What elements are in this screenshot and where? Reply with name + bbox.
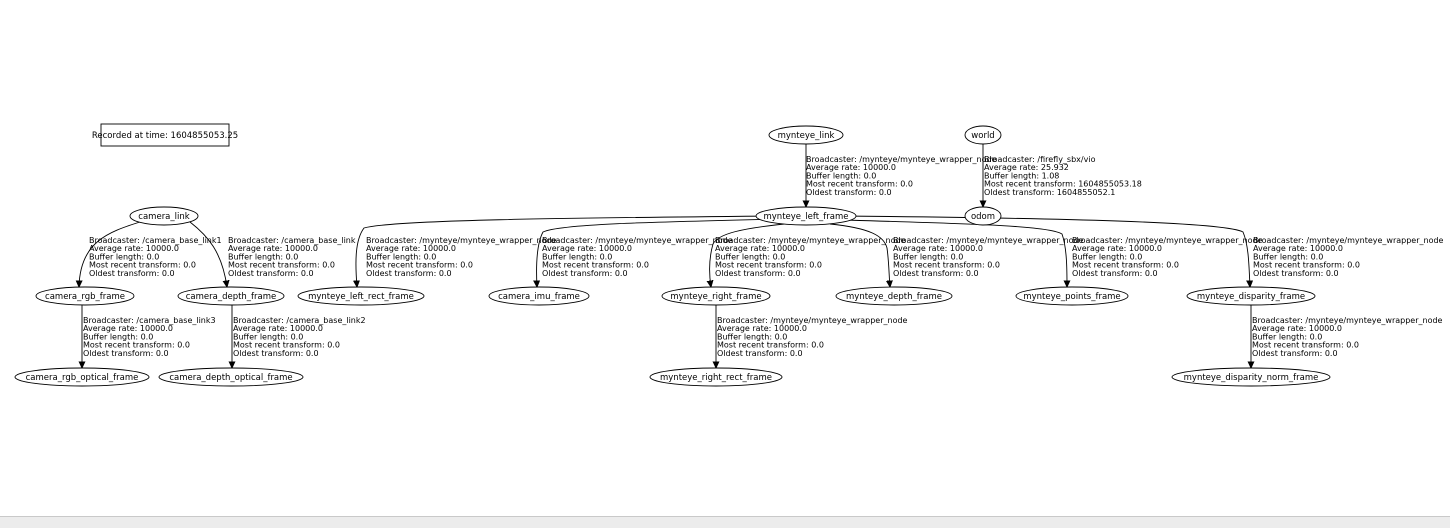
edge-camera-link-to-camera-rgb-frame (79, 221, 141, 287)
node-label: mynteye_left_rect_frame (308, 292, 414, 302)
edge-label-mynteye-disparity-norm-frame: Broadcaster: /mynteye/mynteye_wrapper_no… (1252, 316, 1445, 358)
node-label: mynteye_disparity_frame (1197, 292, 1305, 302)
node-label: mynteye_right_rect_frame (660, 373, 772, 383)
edge-label-camera-rgb-optical-frame: Broadcaster: /camera_base_link3 Average … (83, 316, 218, 358)
nodes: camera_link camera_rgb_frame camera_dept… (14, 125, 1331, 387)
node-label: mynteye_link (778, 131, 835, 141)
edge-label-mynteye-disparity-frame: Broadcaster: /mynteye/mynteye_wrapper_no… (1253, 236, 1446, 278)
node-label: camera_link (138, 212, 189, 222)
node-mynteye-right-frame[interactable]: mynteye_right_frame (661, 286, 771, 306)
node-mynteye-link[interactable]: mynteye_link (768, 125, 844, 145)
node-label: mynteye_depth_frame (846, 292, 942, 302)
edge-labels: Broadcaster: /camera_base_link1 Average … (83, 155, 1446, 358)
edge-label-mynteye-right-frame: Broadcaster: /mynteye/mynteye_wrapper_no… (715, 236, 908, 278)
node-label: world (971, 131, 994, 141)
edge-label-camera-depth-optical-frame: Broadcaster: /camera_base_link2 Average … (233, 316, 368, 358)
edge-mynteye-left-frame-to-mynteye-right-frame (710, 222, 796, 287)
node-label: odom (971, 212, 995, 222)
node-camera-rgb-optical-frame[interactable]: camera_rgb_optical_frame (14, 367, 150, 387)
node-label: mynteye_left_frame (764, 212, 849, 222)
edge-mynteye-left-frame-to-camera-imu-frame (537, 218, 781, 287)
edge-label-odom: Broadcaster: /firefly_sbx/vio Average ra… (984, 155, 1144, 197)
node-label: mynteye_disparity_norm_frame (1184, 373, 1319, 383)
node-camera-depth-optical-frame[interactable]: camera_depth_optical_frame (158, 367, 304, 387)
node-mynteye-depth-frame[interactable]: mynteye_depth_frame (835, 286, 953, 306)
node-mynteye-disparity-norm-frame[interactable]: mynteye_disparity_norm_frame (1171, 367, 1331, 387)
node-mynteye-right-rect-frame[interactable]: mynteye_right_rect_frame (649, 367, 783, 387)
node-camera-rgb-frame[interactable]: camera_rgb_frame (35, 286, 135, 306)
tf-tree-diagram: Recorded at time: 1604855053.25 camera_l… (14, 123, 1446, 387)
recorded-time-box: Recorded at time: 1604855053.25 (92, 123, 238, 147)
edge-label-camera-imu-frame: Broadcaster: /mynteye/mynteye_wrapper_no… (542, 236, 735, 278)
edge-label-mynteye-right-rect-frame: Broadcaster: /mynteye/mynteye_wrapper_no… (717, 316, 910, 358)
recorded-time-label: Recorded at time: 1604855053.25 (92, 131, 238, 141)
edge-label-camera-rgb-frame: Broadcaster: /camera_base_link1 Average … (89, 236, 224, 278)
node-world[interactable]: world (964, 125, 1002, 145)
status-bar (0, 516, 1450, 528)
edge-mynteye-left-frame-to-mynteye-left-rect-frame (356, 215, 776, 287)
node-mynteye-left-rect-frame[interactable]: mynteye_left_rect_frame (297, 286, 425, 306)
node-label: camera_depth_frame (186, 292, 277, 302)
node-label: mynteye_points_frame (1023, 292, 1120, 302)
node-camera-link[interactable]: camera_link (129, 206, 199, 226)
node-label: camera_depth_optical_frame (169, 373, 292, 383)
edge-label-camera-depth-frame: Broadcaster: /camera_base_link Average r… (228, 236, 358, 278)
edge-label-mynteye-left-rect-frame: Broadcaster: /mynteye/mynteye_wrapper_no… (366, 236, 559, 278)
node-mynteye-points-frame[interactable]: mynteye_points_frame (1015, 286, 1129, 306)
edge-camera-link-to-camera-depth-frame (189, 221, 227, 287)
edge-label-mynteye-left-frame: Broadcaster: /mynteye/mynteye_wrapper_no… (806, 155, 999, 197)
edge-mynteye-left-frame-to-mynteye-points-frame (844, 219, 1067, 287)
node-label: camera_imu_frame (498, 292, 580, 302)
node-camera-imu-frame[interactable]: camera_imu_frame (488, 286, 590, 306)
node-label: camera_rgb_frame (45, 292, 125, 302)
edge-mynteye-left-frame-to-mynteye-depth-frame (829, 223, 890, 287)
node-camera-depth-frame[interactable]: camera_depth_frame (177, 286, 285, 306)
edge-label-mynteye-points-frame: Broadcaster: /mynteye/mynteye_wrapper_no… (1072, 236, 1265, 278)
node-mynteye-left-frame[interactable]: mynteye_left_frame (755, 206, 857, 226)
node-label: mynteye_right_frame (670, 292, 761, 302)
node-odom[interactable]: odom (964, 206, 1002, 226)
edge-label-mynteye-depth-frame: Broadcaster: /mynteye/mynteye_wrapper_no… (893, 236, 1086, 278)
node-label: camera_rgb_optical_frame (26, 373, 139, 383)
node-mynteye-disparity-frame[interactable]: mynteye_disparity_frame (1186, 286, 1316, 306)
